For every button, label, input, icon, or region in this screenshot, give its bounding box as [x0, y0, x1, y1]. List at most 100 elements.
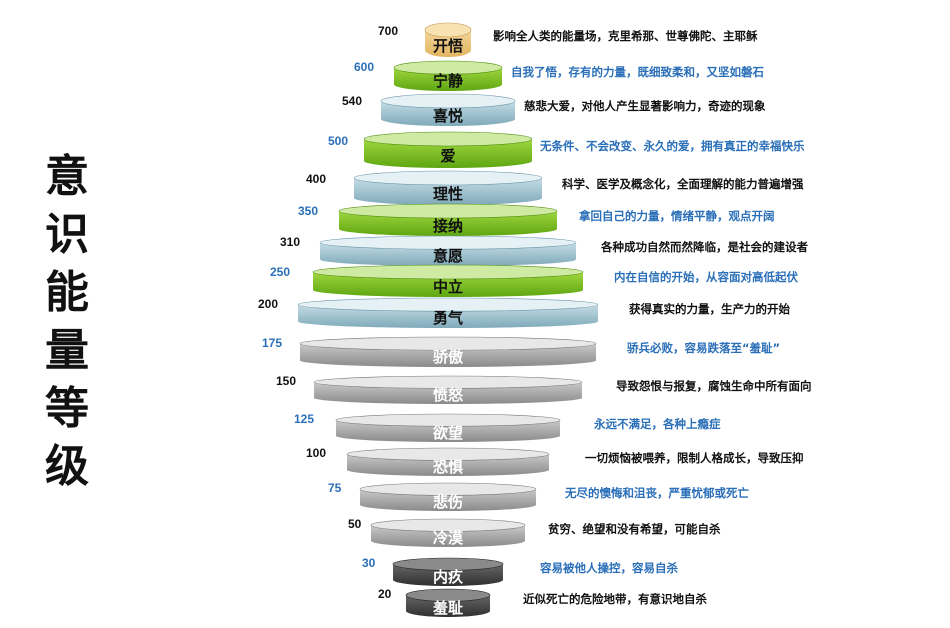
tier-label: 骄傲 — [432, 348, 463, 367]
tier-description: 容易被他人操控，容易自杀 — [540, 561, 678, 575]
tier-label: 理性 — [432, 184, 463, 203]
tier-value: 150 — [276, 374, 297, 388]
title-char: 量 — [45, 325, 89, 376]
tier-disc: 宁静 — [393, 60, 503, 91]
tier-disc-top — [312, 264, 584, 280]
tier-disc: 开悟 — [424, 22, 472, 57]
tier-label: 宁静 — [432, 72, 463, 91]
tier-disc: 欲望 — [335, 413, 561, 443]
tier-value: 100 — [306, 446, 327, 460]
tier-disc-shape — [312, 264, 584, 297]
tier-label: 内疚 — [432, 568, 463, 587]
tier-disc-top — [370, 518, 526, 532]
tier-value: 30 — [362, 556, 376, 570]
tier-value: 500 — [328, 134, 349, 148]
tier-disc: 理性 — [353, 170, 543, 205]
tier-disc: 喜悦 — [380, 93, 516, 126]
title-char: 能 — [45, 267, 89, 318]
tier-value: 400 — [306, 172, 327, 186]
tier-disc: 内疚 — [392, 557, 504, 587]
tier-label: 愤怒 — [432, 386, 463, 405]
tier-disc-top — [335, 413, 561, 427]
title-char: 意 — [45, 151, 89, 202]
tier-value: 310 — [280, 235, 301, 249]
tier-description: 影响全人类的能量场，克里希那、世尊佛陀、主耶稣 — [493, 29, 758, 43]
tier-disc-top — [405, 588, 491, 602]
tier-disc: 悲伤 — [359, 482, 537, 512]
tier-value: 50 — [348, 517, 362, 531]
tier-description: 骄兵必败，容易跌落至“羞耻” — [627, 341, 781, 355]
tier-disc-shape — [370, 518, 526, 547]
tier-disc-shape — [392, 557, 504, 586]
tier-disc-shape — [319, 235, 577, 266]
tier-label: 接纳 — [432, 216, 463, 235]
tier-description: 拿回自己的力量，情绪平静，观点开阔 — [579, 209, 775, 223]
tier-label: 悲伤 — [432, 493, 463, 512]
tier-description: 无尽的懊悔和沮丧，严重忧郁或死亡 — [565, 486, 749, 500]
tier-disc-shape — [353, 170, 543, 205]
tier-disc-shape — [346, 447, 550, 476]
tier-description: 科学、医学及概念化，全面理解的能力普遍增强 — [562, 177, 804, 191]
tier-label: 开悟 — [432, 36, 463, 55]
tier-disc-shape — [359, 482, 537, 511]
tier-label: 欲望 — [432, 424, 463, 443]
tier-disc-shape — [380, 93, 516, 126]
tier-disc-top — [299, 336, 597, 351]
title-char: 等 — [45, 383, 89, 434]
tier-disc: 冷漠 — [370, 518, 526, 547]
vertical-title: 意 识 能 量 等 级 — [22, 148, 112, 496]
title-char: 级 — [45, 441, 89, 492]
tier-disc-shape — [393, 60, 503, 91]
tier-disc-top — [359, 482, 537, 496]
tier-description: 无条件、不会改变、永久的爱，拥有真正的幸福快乐 — [540, 139, 805, 153]
tier-description: 慈悲大爱，对他人产生显著影响力，奇迹的现象 — [524, 99, 766, 113]
tier-label: 勇气 — [432, 309, 463, 328]
tier-label: 恐惧 — [432, 458, 463, 477]
tier-value: 250 — [270, 265, 291, 279]
tier-label: 爱 — [440, 146, 456, 165]
tier-disc-top — [424, 22, 472, 38]
tier-disc-body — [364, 139, 532, 168]
tier-description: 自我了悟，存有的力量，既细致柔和，又坚如磐石 — [511, 65, 764, 79]
tier-value: 175 — [262, 336, 283, 350]
tier-value: 700 — [378, 24, 399, 38]
tier-disc-shape — [335, 413, 561, 442]
tier-description: 近似死亡的危险地带，有意识地自杀 — [523, 592, 707, 606]
tier-disc-top — [297, 297, 599, 312]
tier-label: 意愿 — [432, 247, 463, 266]
tier-disc-top — [313, 375, 583, 389]
tier-value: 125 — [294, 412, 315, 426]
tier-disc-shape — [424, 22, 472, 57]
tier-disc-top — [363, 131, 533, 147]
tier-value: 20 — [378, 587, 392, 601]
tier-disc: 羞耻 — [405, 588, 491, 618]
tier-value: 200 — [258, 297, 279, 311]
tier-description: 永远不满足，各种上瘾症 — [594, 417, 721, 431]
title-char: 识 — [45, 209, 89, 260]
tier-description: 各种成功自然而然降临，是社会的建设者 — [601, 240, 808, 254]
tier-description: 贫穷、绝望和没有希望，可能自杀 — [548, 522, 721, 536]
tier-disc-shape — [313, 375, 583, 404]
tier-value: 75 — [328, 481, 342, 495]
tier-label: 喜悦 — [432, 106, 463, 125]
tier-disc: 恐惧 — [346, 447, 550, 477]
tier-disc-top — [393, 60, 503, 75]
tier-disc: 意愿 — [319, 235, 577, 266]
tier-disc-top — [346, 447, 550, 461]
tier-disc-top — [392, 557, 504, 571]
tier-value: 540 — [342, 94, 363, 108]
tier-label: 羞耻 — [432, 599, 463, 618]
tier-description: 内在自信的开始，从容面对高低起伏 — [614, 270, 798, 284]
tier-disc: 爱 — [363, 131, 533, 168]
tier-disc-shape — [405, 588, 491, 617]
tier-disc: 接纳 — [338, 203, 558, 236]
tier-disc-shape — [363, 131, 533, 168]
tier-disc: 勇气 — [297, 297, 599, 328]
tier-disc-top — [338, 203, 558, 219]
tier-disc: 中立 — [312, 264, 584, 297]
tier-disc-body — [354, 178, 542, 205]
tier-label: 中立 — [432, 277, 463, 296]
tier-disc-shape — [297, 297, 599, 328]
tier-disc-shape — [299, 336, 597, 367]
